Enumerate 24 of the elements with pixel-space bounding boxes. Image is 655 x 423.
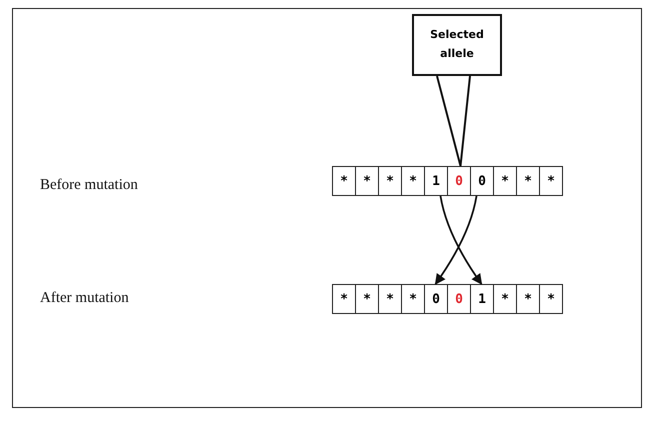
gene-cell: * [539, 284, 563, 314]
gene-cell: 0 [447, 284, 471, 314]
gene-cell: 1 [424, 166, 448, 196]
row-label: After mutation [40, 290, 129, 307]
gene-cell: * [378, 284, 402, 314]
gene-cell: * [378, 166, 402, 196]
row-label: Before mutation [40, 177, 138, 194]
gene-cell: * [355, 284, 379, 314]
gene-cell: 0 [470, 166, 494, 196]
gene-cell: * [516, 284, 540, 314]
gene-cell: * [493, 166, 517, 196]
gene-cell: * [516, 166, 540, 196]
gene-cell: * [493, 284, 517, 314]
gene-cell: * [355, 166, 379, 196]
gene-cell: * [539, 166, 563, 196]
gene-cell: * [401, 284, 425, 314]
callout-box: Selected allele [412, 14, 502, 76]
gene-cell: * [332, 166, 356, 196]
gene-cell: * [332, 284, 356, 314]
gene-cell: 1 [470, 284, 494, 314]
gene-cell: 0 [447, 166, 471, 196]
gene-cell: * [401, 166, 425, 196]
gene-cell: 0 [424, 284, 448, 314]
callout-pointer [436, 75, 471, 167]
